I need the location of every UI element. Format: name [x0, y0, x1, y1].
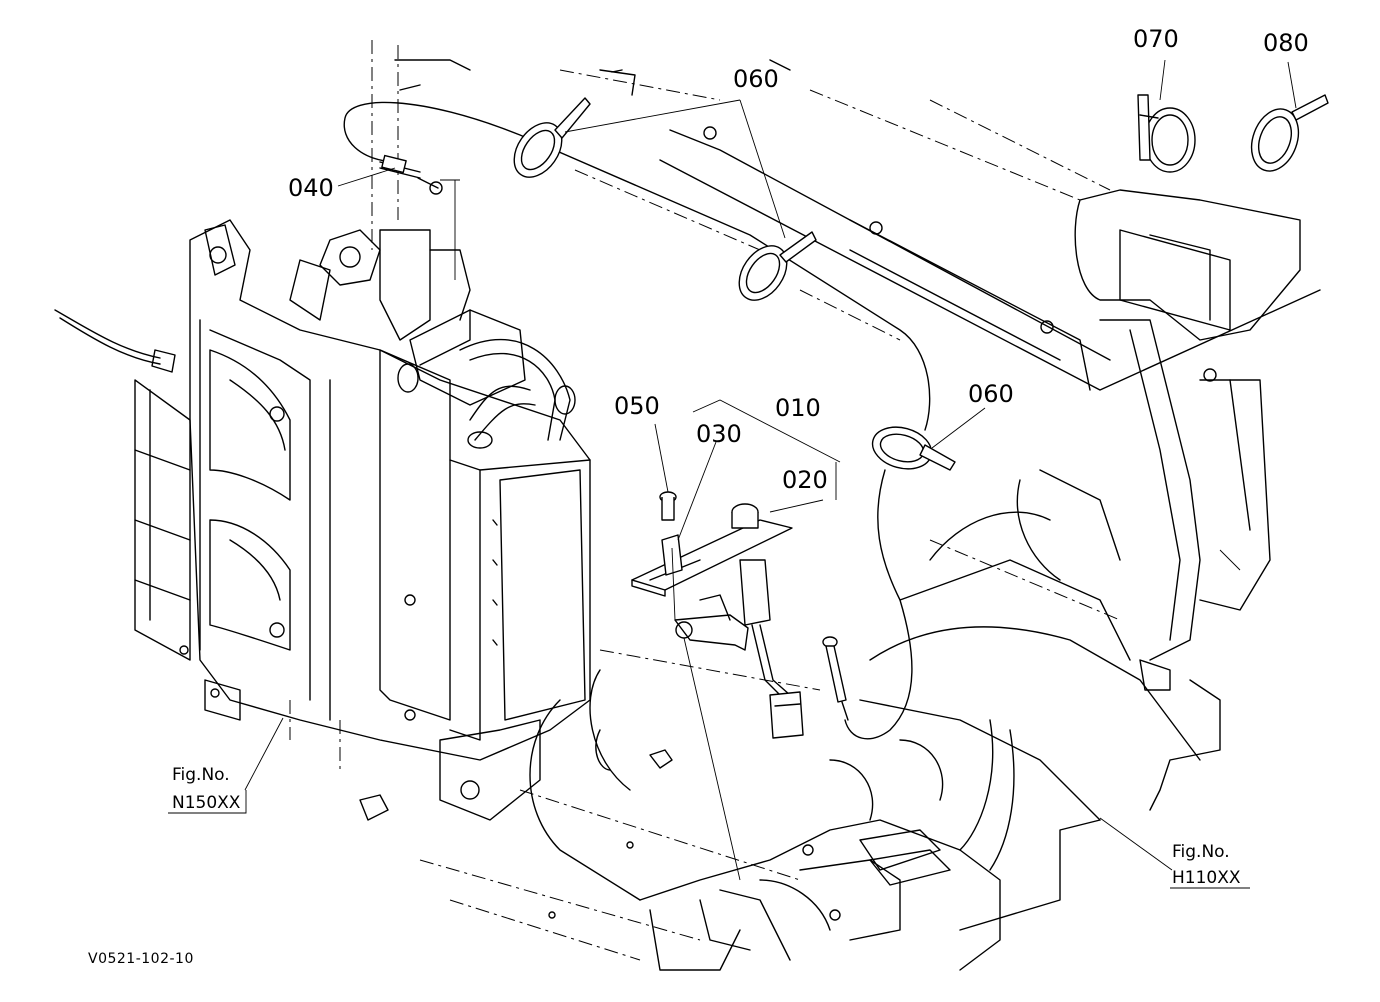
- callout-020: 020: [782, 466, 828, 494]
- callout-050: 050: [614, 392, 660, 420]
- callout-070: 070: [1133, 25, 1179, 53]
- part-080-cable-tie: [1250, 94, 1329, 172]
- sensor-bracket-assembly: [631, 491, 804, 881]
- wire-harness: [343, 101, 931, 740]
- figure-ref-right-label: Fig.No.: [1172, 842, 1230, 862]
- diagram-code: V0521-102-10: [88, 951, 194, 967]
- callout-leaders: [244, 59, 1297, 871]
- callout-060-mid: 060: [968, 380, 1014, 408]
- floor-console-structure: [359, 649, 1101, 971]
- callout-030: 030: [696, 420, 742, 448]
- callout-010: 010: [775, 394, 821, 422]
- part-040-lead-wire: [379, 154, 460, 280]
- callout-080: 080: [1263, 29, 1309, 57]
- figure-ref-right-number: H110XX: [1172, 868, 1241, 888]
- figure-ref-left-label: Fig.No.: [172, 765, 230, 785]
- callout-060-top: 060: [733, 65, 779, 93]
- cab-frame-structure: [659, 89, 1321, 871]
- part-070-cable-tie: [1137, 94, 1196, 173]
- callout-labels: 010 020 030 040 050 060 060 070 080: [288, 25, 1309, 494]
- part-060-cable-ties: [513, 97, 956, 471]
- callout-040: 040: [288, 174, 334, 202]
- upper-frame-lines: [371, 40, 791, 250]
- figure-ref-right: Fig.No. H110XX: [1170, 842, 1250, 889]
- figure-ref-left-number: N150XX: [172, 793, 241, 813]
- ground-lead: [822, 636, 849, 721]
- figure-ref-left: Fig.No. N150XX: [168, 765, 247, 814]
- heater-unit: [54, 219, 591, 821]
